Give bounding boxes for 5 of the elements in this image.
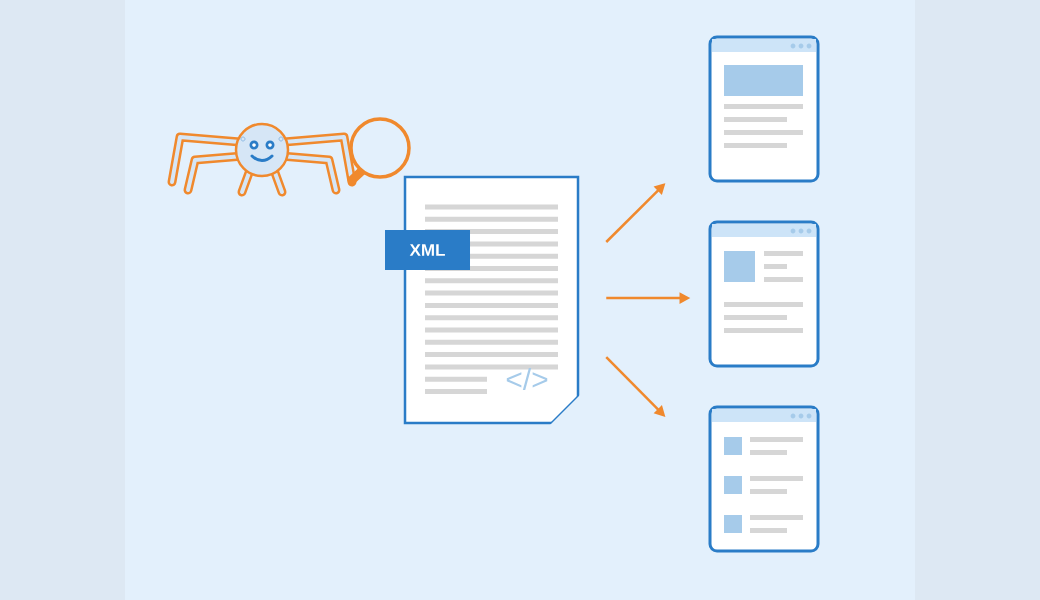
- code-symbol: </>: [506, 368, 548, 391]
- web-page-drawing: [708, 405, 820, 553]
- file-badge: XML: [385, 230, 470, 270]
- web-page-drawing: [708, 35, 820, 183]
- web-page-drawing: [708, 220, 820, 368]
